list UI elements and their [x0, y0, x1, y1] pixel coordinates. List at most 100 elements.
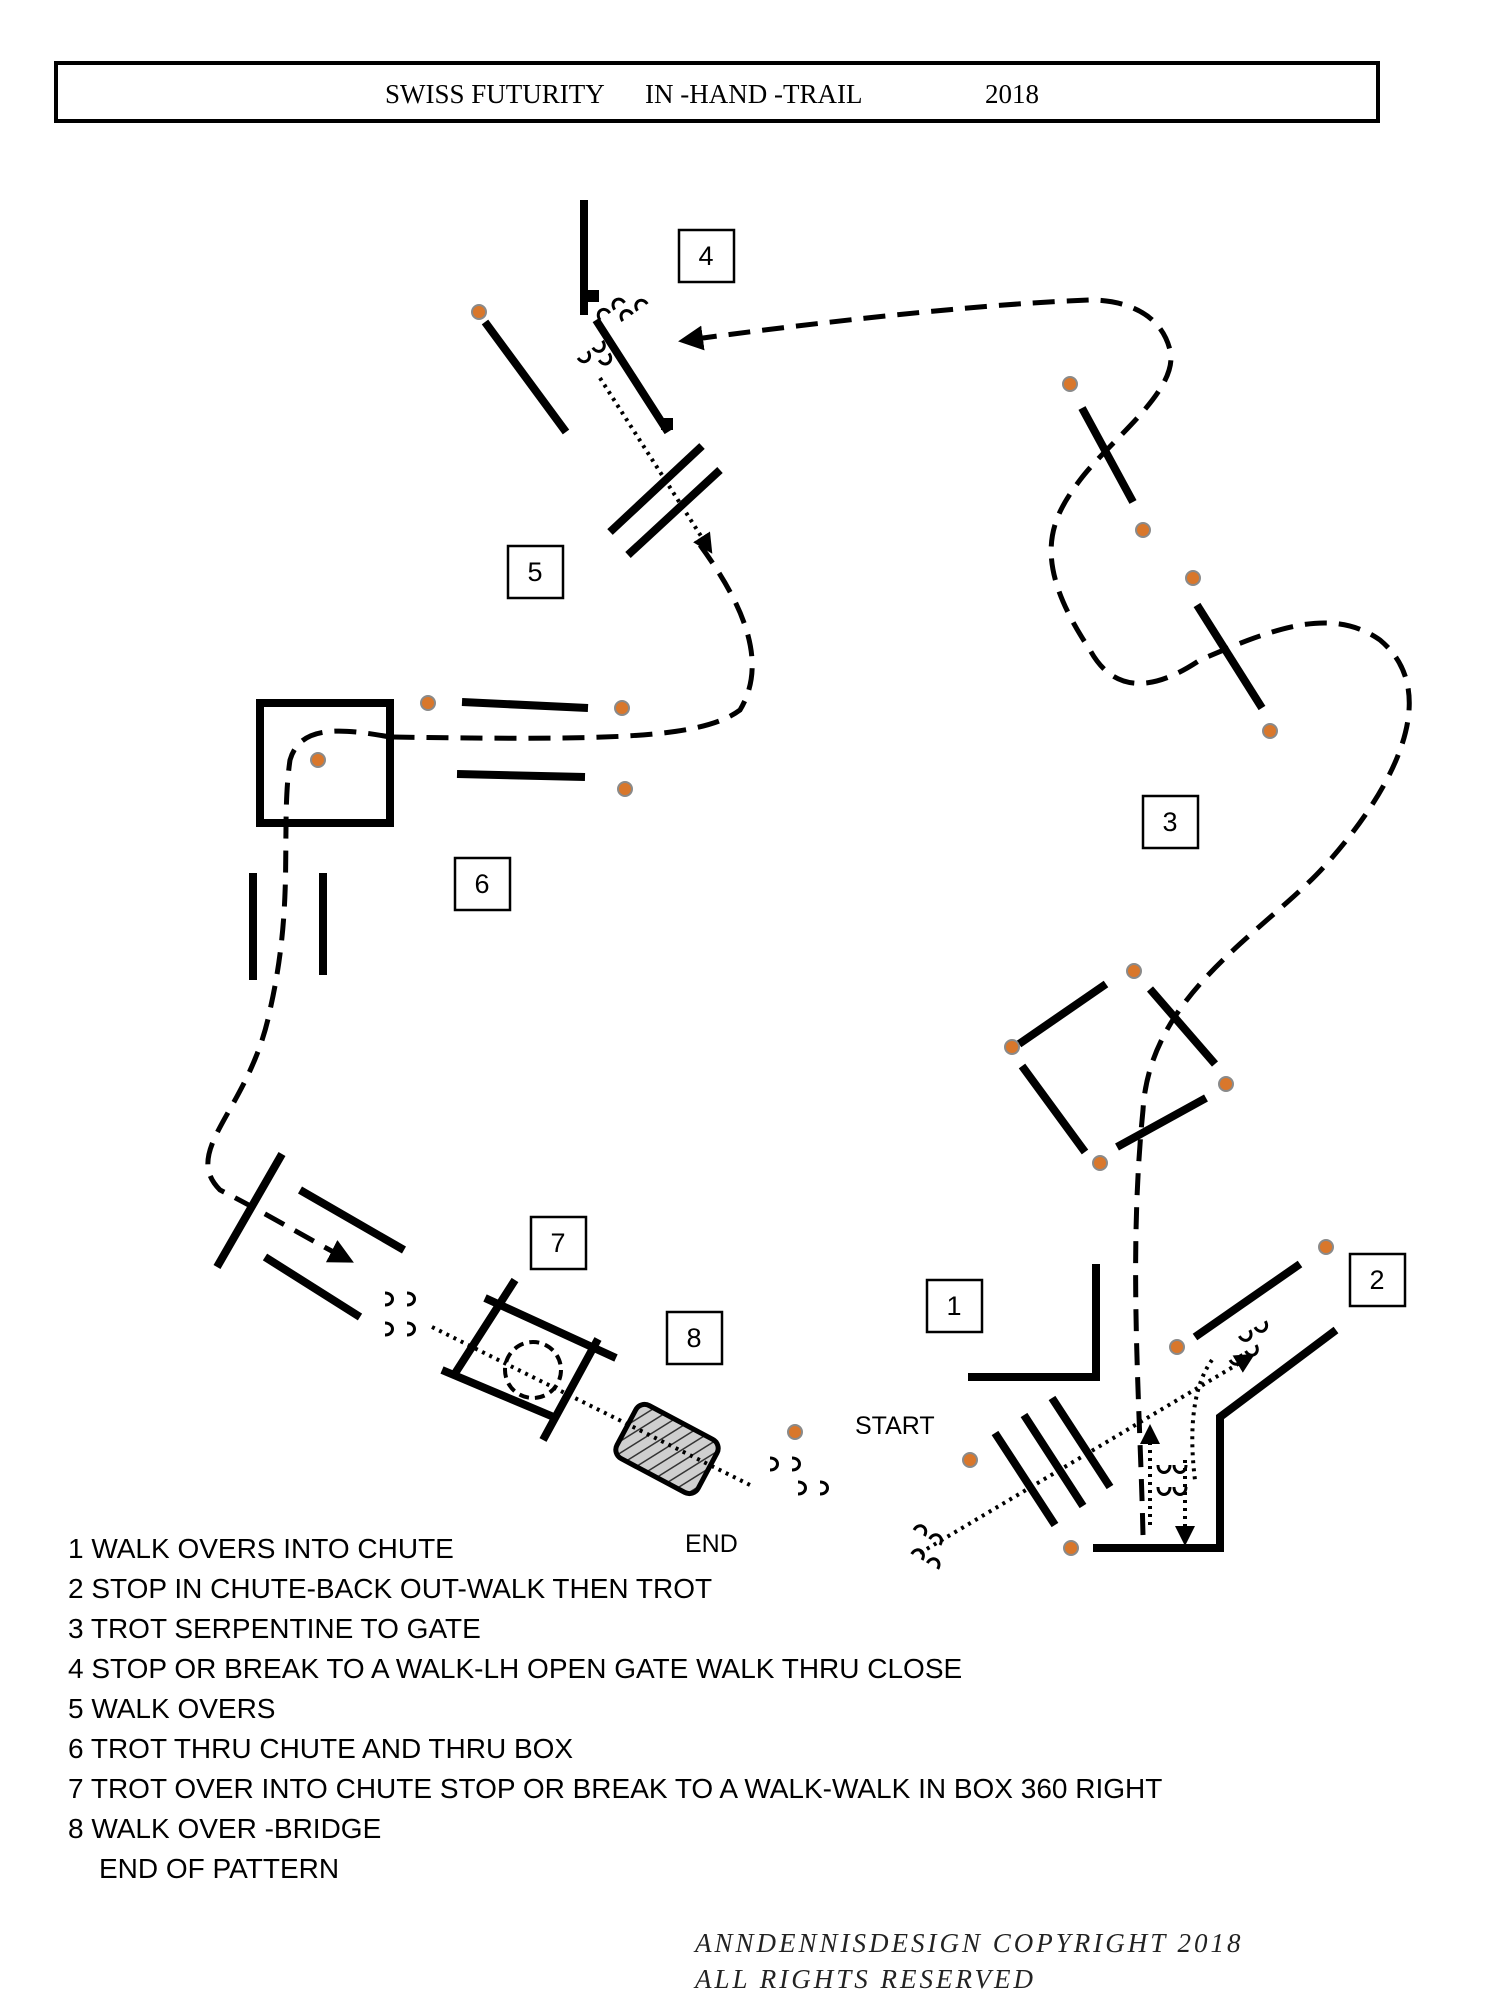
header-title-mid: IN -HAND -TRAIL	[645, 79, 862, 109]
travel-path	[205, 297, 1412, 1536]
diamond-pole-2	[1146, 986, 1219, 1067]
box	[256, 699, 394, 827]
step-item: END OF PATTERN	[99, 1853, 339, 1884]
number-label: 7	[550, 1228, 565, 1258]
number-box-frame	[453, 856, 512, 912]
box7-pole-4	[440, 1366, 558, 1422]
step-item: 6 TROT THRU CHUTE AND THRU BOX	[68, 1733, 573, 1764]
gate-walk-path	[598, 376, 713, 554]
start-label: START	[855, 1412, 935, 1440]
number-box-frame	[529, 1215, 588, 1271]
obstacle-serpentine	[1062, 376, 1278, 739]
number-label: 5	[527, 557, 542, 587]
obstacle-gate	[471, 200, 673, 435]
chute-l-pole	[968, 1264, 1100, 1381]
cone	[420, 695, 436, 711]
cone	[1063, 1540, 1079, 1556]
hoof-print	[596, 297, 649, 323]
number-box-7: 7	[529, 1215, 588, 1271]
chute-pole-upper	[298, 1186, 406, 1254]
gate-latch-bottom	[661, 418, 673, 430]
start-walkover-1	[991, 1430, 1059, 1528]
number-box-frame	[1348, 1252, 1407, 1308]
chute-pole-lower	[262, 1253, 363, 1321]
dotted-paths	[431, 376, 1255, 1555]
obstacle-trot-over-box	[213, 1152, 618, 1442]
start-walkover-3	[1048, 1395, 1114, 1490]
obstacle-bridge	[613, 1401, 803, 1497]
walkover-pole-2	[625, 467, 723, 558]
step-item: 5 WALK OVERS	[68, 1693, 275, 1724]
cone	[1185, 570, 1201, 586]
hoof-print	[384, 1291, 416, 1337]
cone	[1092, 1155, 1108, 1171]
step-item: 3 TROT SERPENTINE TO GATE	[68, 1613, 481, 1644]
back-out-path	[1190, 1358, 1214, 1481]
hoof-print	[769, 1456, 829, 1496]
step-item: 2 STOP IN CHUTE-BACK OUT-WALK THEN TROT	[68, 1573, 712, 1604]
number-box-2: 2	[1348, 1252, 1407, 1308]
cone	[1218, 1076, 1234, 1092]
number-label: 1	[946, 1291, 961, 1321]
copyright-text: ANNDENNISDESIGN COPYRIGHT 2018	[693, 1928, 1244, 1958]
number-label: 8	[686, 1323, 701, 1353]
number-box-5: 5	[506, 544, 565, 600]
obstacle-start-chute	[962, 1239, 1339, 1556]
chute-pole-2-upper	[1192, 1260, 1303, 1341]
cone	[1262, 723, 1278, 739]
cone	[1169, 1339, 1185, 1355]
footer: ANNDENNISDESIGN COPYRIGHT 2018 ALL RIGHT…	[693, 1928, 1244, 1994]
cone	[617, 781, 633, 797]
header-title-left: SWISS FUTURITY	[385, 79, 605, 109]
end-label: END	[685, 1530, 738, 1558]
walkover-path	[389, 543, 755, 741]
chute-pole-bottom	[456, 770, 586, 781]
cone	[1318, 1239, 1334, 1255]
obstacle-numbers: 1 2 3 4 5 6 7 8	[453, 228, 1407, 1366]
step-item: 1 WALK OVERS INTO CHUTE	[68, 1533, 454, 1564]
turn-360-circle	[503, 1340, 563, 1400]
number-box-frame	[1141, 794, 1200, 850]
hoof-print	[1228, 1320, 1268, 1366]
cone	[1135, 522, 1151, 538]
hoof-print	[910, 1524, 943, 1570]
rights-text: ALL RIGHTS RESERVED	[693, 1964, 1036, 1994]
gate-swing-pole	[592, 317, 672, 435]
header: SWISS FUTURITY IN -HAND -TRAIL 2018	[54, 61, 1380, 123]
cone	[1062, 376, 1078, 392]
diamond-pole-1	[1016, 980, 1109, 1048]
cone	[1004, 1039, 1020, 1055]
hoof-prints	[384, 297, 1268, 1570]
box7-pole-3	[539, 1337, 602, 1442]
header-frame	[54, 61, 1380, 123]
number-label: 4	[698, 241, 713, 271]
serpentine-pole-2	[1193, 602, 1266, 711]
diamond-pole-4	[1018, 1063, 1089, 1155]
number-label: 3	[1162, 807, 1177, 837]
start-walkover-2	[1020, 1412, 1087, 1509]
number-box-6: 6	[453, 856, 512, 912]
bridge	[613, 1401, 721, 1497]
box7-pole-1	[450, 1277, 519, 1378]
step-item: 7 TROT OVER INTO CHUTE STOP OR BREAK TO …	[68, 1773, 1162, 1804]
number-box-frame	[677, 228, 736, 284]
trot-serpentine-path	[678, 297, 1412, 1536]
serpentine-pole-1	[1078, 406, 1137, 504]
pattern-steps: 1 WALK OVERS INTO CHUTE 2 STOP IN CHUTE-…	[68, 1533, 1162, 1884]
diamond-pole-3	[1115, 1094, 1208, 1151]
header-title-year: 2018	[985, 79, 1039, 109]
cone	[471, 304, 487, 320]
chute-box-path	[205, 728, 391, 1263]
gate-left-pole	[481, 319, 570, 435]
number-box-3: 3	[1141, 794, 1200, 850]
number-box-1: 1	[925, 1278, 984, 1334]
number-box-4: 4	[677, 228, 736, 284]
number-label: 2	[1369, 1265, 1384, 1295]
gate-latch-top	[587, 290, 599, 302]
cone	[1126, 963, 1142, 979]
cone	[310, 752, 326, 768]
cone	[787, 1424, 803, 1440]
walkover-pole-1	[607, 443, 705, 535]
chute-pole-top	[461, 698, 589, 712]
